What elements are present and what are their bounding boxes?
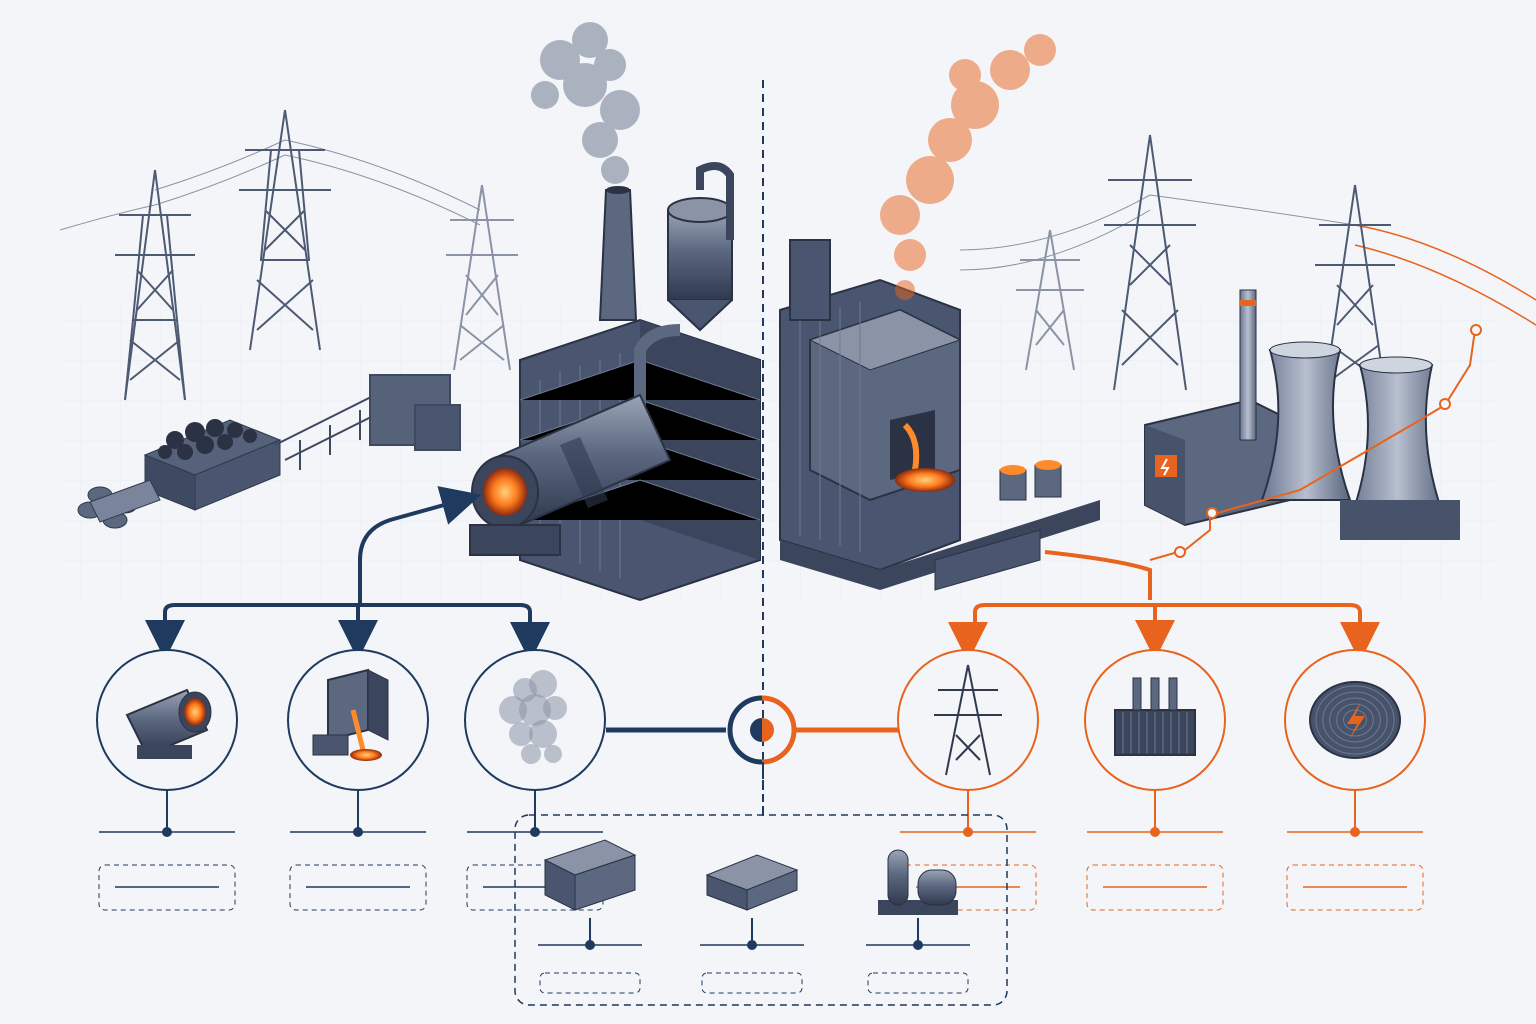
- right-smoke: [880, 34, 1056, 300]
- transmission-tower-icon: [1104, 134, 1196, 391]
- right-flow-nodes: [1174, 324, 1482, 558]
- right-orange-lines: [1354, 224, 1536, 326]
- rotary-kiln-icon: [125, 688, 212, 759]
- shared-product-item: [700, 854, 804, 994]
- left-smoke: [531, 22, 640, 184]
- label-box: [98, 864, 236, 911]
- shared-product-item: [866, 849, 970, 994]
- left-flow: [145, 486, 550, 662]
- steel-beam-icon: [543, 839, 637, 911]
- lightning-coil-icon: [1309, 681, 1401, 759]
- right-steel-plant: [779, 239, 1100, 591]
- conveyor-belt: [274, 374, 461, 470]
- label-box: [539, 972, 641, 994]
- left-steel-plant: [469, 162, 761, 602]
- steel-ingot-icon: [705, 854, 799, 911]
- right-power-lines: [959, 194, 1356, 271]
- rotary-kiln: [469, 393, 672, 556]
- shared-product-item: [538, 839, 642, 994]
- left-output-item: [96, 649, 238, 911]
- label-box: [289, 864, 427, 911]
- left-output-item: [464, 649, 606, 911]
- label-box: [466, 864, 604, 911]
- right-output-item: [1284, 649, 1426, 911]
- transmission-tower-icon: [446, 184, 518, 371]
- pouring-furnace-icon: [312, 668, 389, 761]
- label-box: [867, 972, 969, 994]
- center-connector: [606, 695, 900, 765]
- label-box: [1086, 864, 1224, 911]
- power-station: [1144, 289, 1460, 540]
- transmission-tower-icon: [239, 109, 331, 351]
- output-circle: [897, 649, 1039, 791]
- label-box: [701, 972, 803, 994]
- transformer-icon: [1114, 677, 1196, 756]
- left-output-item: [287, 649, 429, 911]
- transmission-tower-icon: [115, 169, 195, 401]
- shared-products-box: [514, 814, 1008, 1006]
- emission-cloud-icon: [499, 670, 567, 764]
- transmission-tower-icon: [934, 664, 1002, 776]
- pipe-stack: [77, 479, 161, 529]
- right-output-item: [897, 649, 1039, 911]
- gas-tank-icon: [878, 849, 958, 915]
- coal-hopper: [143, 419, 282, 511]
- right-flow: [948, 329, 1476, 662]
- transmission-tower-icon: [1016, 229, 1084, 371]
- label-box: [1286, 864, 1424, 911]
- right-output-item: [1084, 649, 1226, 911]
